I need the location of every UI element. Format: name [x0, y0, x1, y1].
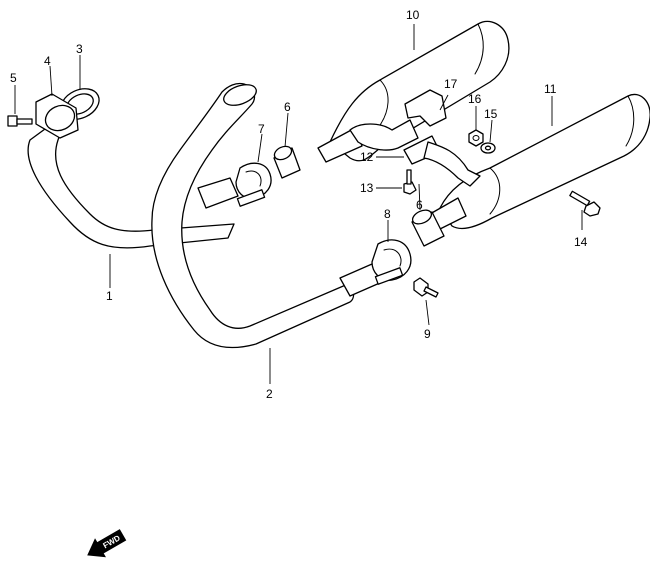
leader-lines	[14, 24, 583, 384]
callout-9: 9	[424, 327, 431, 341]
callout-6b: 6	[416, 198, 423, 212]
callout-6a: 6	[284, 100, 291, 114]
callout-2: 2	[266, 387, 273, 401]
forward-direction-arrow: FWD	[87, 529, 127, 558]
washer-15	[480, 142, 496, 154]
nut-16	[468, 129, 484, 147]
callout-labels: 1 2 3 4 5 6 6 7 8 9 10 11 12 13 14 15 16…	[10, 8, 588, 401]
callout-1: 1	[106, 289, 113, 303]
callout-12: 12	[360, 150, 374, 164]
callout-17: 17	[444, 77, 458, 91]
bolt-14	[569, 190, 601, 217]
forward-arrow-icon	[87, 529, 127, 558]
callout-4: 4	[44, 54, 51, 68]
callout-10: 10	[406, 8, 420, 22]
callout-7: 7	[258, 122, 265, 136]
callout-3: 3	[76, 42, 83, 56]
callout-8: 8	[384, 207, 391, 221]
callout-5: 5	[10, 71, 17, 85]
crossover-bracket	[349, 89, 481, 187]
bolt-9	[413, 277, 439, 298]
pipe-clamp-8	[371, 239, 412, 285]
pipe-clamp-7	[235, 162, 272, 207]
exhaust-pipe-front	[27, 117, 239, 249]
callout-11: 11	[544, 82, 557, 96]
connector-sleeve-6b	[411, 209, 445, 247]
exhaust-flange-4	[35, 93, 79, 139]
callout-14: 14	[574, 235, 588, 249]
callout-16: 16	[468, 92, 482, 106]
flange-bolt-5	[7, 115, 33, 127]
connector-sleeve-6a	[273, 145, 301, 179]
callout-13: 13	[360, 181, 374, 195]
callout-15: 15	[484, 107, 498, 121]
bolt-13	[403, 169, 417, 195]
